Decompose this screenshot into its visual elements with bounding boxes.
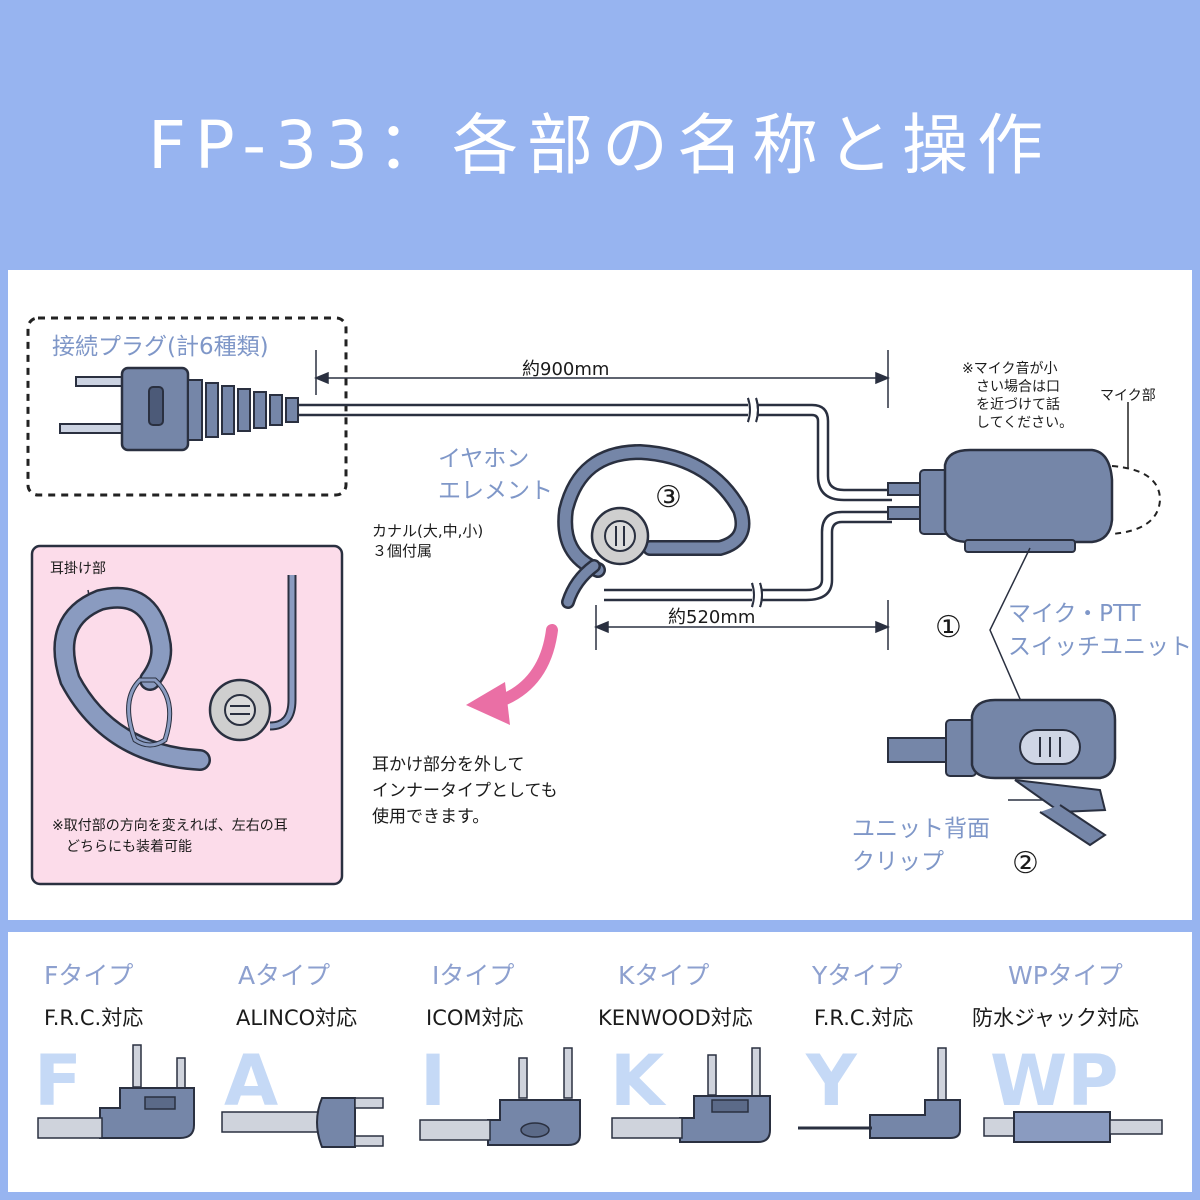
orientation-note: ※取付部の方向を変えれば、左右の耳 どちらにも装着可能	[52, 816, 288, 858]
pink-arrow	[492, 624, 558, 708]
inner-note-line: 耳かけ部分を外して	[372, 755, 525, 775]
length-520-label: 約520mm	[668, 607, 756, 628]
plug-type-label: Fタイプ	[44, 961, 134, 990]
main-cable	[298, 403, 892, 492]
mic-note: ※マイク音が小 さい場合は口 を近づけて話 してください。	[962, 360, 1073, 432]
plug-letter: K	[610, 1040, 665, 1122]
canal-label: カナル(大,中,小) ３個付属	[372, 521, 483, 561]
orientation-note-line: どちらにも装着可能	[66, 839, 192, 855]
canal-label-line: カナル(大,中,小)	[372, 522, 484, 540]
plug-letter: WP	[990, 1040, 1119, 1122]
ear-hook-icon	[53, 575, 297, 771]
inner-note-line: 使用できます。	[372, 807, 490, 827]
ptt-unit-icon	[887, 698, 1117, 847]
plug-i-icon	[419, 1047, 581, 1146]
mic-part-label: マイク部	[1100, 388, 1156, 404]
plug-types-panel	[8, 932, 1192, 1192]
plug-maker-label: F.R.C.対応	[814, 1006, 914, 1030]
earphone-element-icon	[557, 443, 751, 609]
mic-note-line: さい場合は口	[976, 379, 1060, 395]
dimension-900mm	[314, 350, 890, 408]
plug-k-icon	[611, 1047, 771, 1143]
back-clip-label: ユニット背面 クリップ	[852, 813, 990, 879]
canal-label-line: ３個付属	[372, 542, 433, 560]
dimension-520mm	[594, 600, 890, 650]
marker-2: ②	[1012, 846, 1039, 881]
connector-plug-label: 接続プラグ(計6種類)	[52, 334, 269, 360]
plug-type-label: WPタイプ	[1008, 961, 1123, 990]
plug-letter: F	[34, 1040, 82, 1122]
plug-y-icon	[798, 1047, 961, 1139]
marker-3: ③	[655, 480, 682, 515]
plug-wp-icon	[983, 1111, 1163, 1143]
inset-panel	[30, 544, 344, 886]
plug-letter: Y	[806, 1040, 857, 1122]
back-clip-label-line: クリップ	[852, 849, 944, 875]
plug-maker-label: KENWOOD対応	[598, 1006, 753, 1030]
plug-maker-label: 防水ジャック対応	[972, 1006, 1139, 1030]
inner-note-line: インナータイプとしても	[372, 781, 558, 801]
plug-maker-label: ICOM対応	[426, 1006, 524, 1030]
inner-type-note: 耳かけ部分を外して インナータイプとしても 使用できます。	[372, 752, 558, 830]
plug-type-label: Kタイプ	[618, 961, 710, 990]
plug-maker-label: ALINCO対応	[236, 1006, 358, 1030]
connector-plug-box	[26, 316, 348, 497]
earphone-element-label: イヤホン エレメント	[438, 443, 553, 507]
earphone-cable	[604, 510, 892, 592]
plug-letter: I	[420, 1040, 447, 1122]
mic-note-line: を近づけて話	[976, 397, 1060, 413]
mic-unit-icon	[887, 448, 1162, 553]
orientation-note-line: ※取付部の方向を変えれば、左右の耳	[52, 818, 288, 834]
connector-plug-icon	[59, 366, 299, 452]
ptt-unit-label-line: マイク・PTT	[1008, 601, 1141, 627]
back-clip-label-line: ユニット背面	[852, 816, 990, 842]
mic-note-line: ※マイク音が小	[962, 361, 1058, 377]
mic-note-line: してください。	[976, 415, 1074, 431]
earphone-label-line: エレメント	[438, 478, 553, 504]
marker-1: ①	[935, 610, 962, 645]
ptt-unit-label-line: スイッチユニット	[1008, 634, 1192, 660]
earphone-label-line: イヤホン	[438, 446, 530, 472]
ear-hook-label: 耳掛け部	[50, 561, 106, 577]
plug-letter: A	[224, 1040, 279, 1122]
length-900-label: 約900mm	[522, 359, 610, 380]
plug-type-label: Yタイプ	[812, 961, 903, 990]
ptt-unit-label: マイク・PTT スイッチユニット	[1008, 598, 1192, 664]
plug-f-icon	[37, 1044, 195, 1139]
plug-type-label: Aタイプ	[238, 961, 331, 990]
page-title: FP-33：各部の名称と操作	[147, 107, 1053, 184]
plug-maker-label: F.R.C.対応	[44, 1006, 144, 1030]
plug-type-label: Iタイプ	[432, 961, 515, 990]
plug-a-icon	[221, 1097, 384, 1148]
